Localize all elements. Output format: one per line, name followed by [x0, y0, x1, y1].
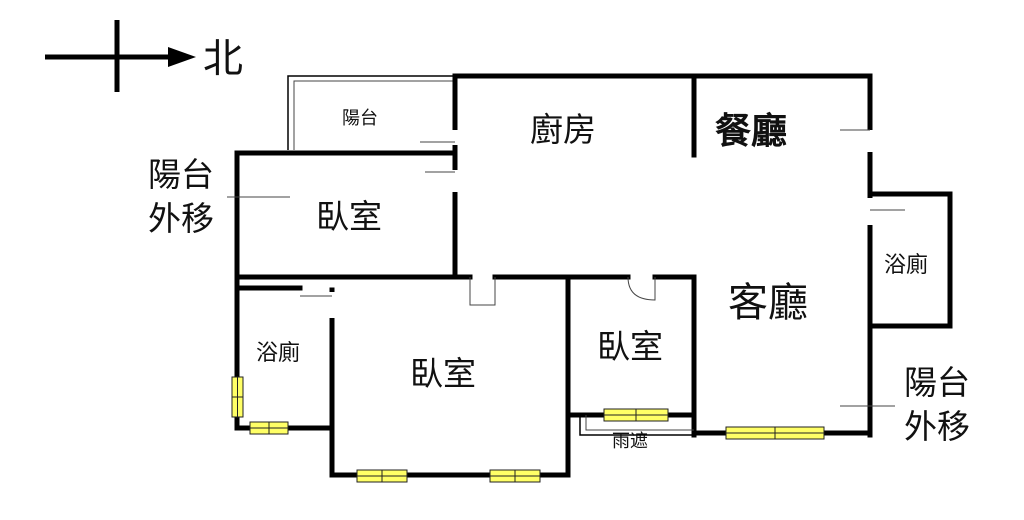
arrow-icon: [168, 47, 196, 67]
room-label-bedroom-nw: 臥室: [316, 197, 382, 236]
room-label-bath-east: 浴廁: [884, 253, 928, 278]
door-hints: [300, 129, 905, 306]
balcony-frame: [287, 75, 455, 150]
window-living: [725, 426, 825, 440]
north-label: 北: [203, 36, 243, 82]
window-west-vertical: [231, 376, 244, 418]
window-west-bath: [249, 421, 289, 435]
annotation-right-line1: 陽台: [904, 363, 970, 402]
annotation-right-line2: 外移: [904, 407, 970, 446]
window-small-bedroom: [603, 408, 669, 422]
windows: [231, 376, 825, 483]
annotation-left-line1: 陽台: [148, 155, 214, 194]
annotation-left-line2: 外移: [148, 199, 214, 238]
window-main-bedroom-left: [356, 469, 408, 483]
window-main-bedroom-right: [489, 469, 541, 483]
room-label-balcony-top: 陽台: [342, 108, 378, 129]
room-label-kitchen: 廚房: [530, 110, 596, 149]
room-label-rain-shelter: 雨遮: [612, 431, 648, 452]
room-label-living: 客廳: [728, 280, 808, 326]
room-label-dining: 餐廳: [715, 110, 787, 152]
north-compass: 北: [45, 20, 243, 92]
room-label-bath-west: 浴廁: [256, 341, 300, 366]
rain-shelter-outline: [579, 415, 694, 436]
room-label-bedroom-small: 臥室: [597, 327, 663, 366]
room-label-bedroom-main: 臥室: [410, 354, 476, 393]
